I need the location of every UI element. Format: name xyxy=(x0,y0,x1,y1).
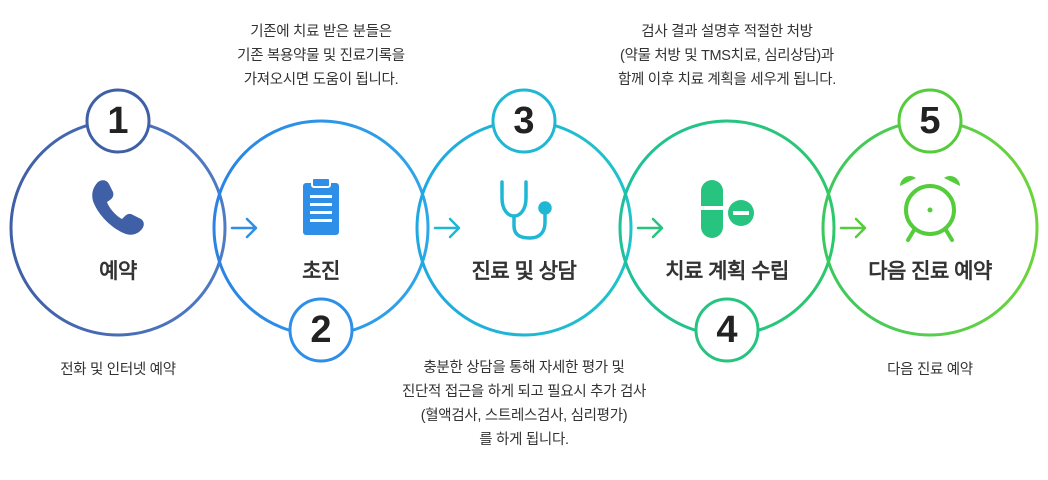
number-badge-4 xyxy=(694,297,760,363)
note-step-1: 전화 및 인터넷 예약 xyxy=(18,358,218,382)
note-step-5: 다음 진료 예약 xyxy=(830,358,1030,382)
phone-icon xyxy=(92,180,144,235)
note-line: 가져오시면 도움이 됩니다. xyxy=(243,72,399,88)
step-number-4: 4 xyxy=(716,309,738,351)
step-number-1: 1 xyxy=(107,100,129,142)
note-line: 를 하게 됩니다. xyxy=(479,432,569,448)
step-number-5: 5 xyxy=(919,100,941,142)
stage-title-first-visit: 초진 xyxy=(302,260,340,283)
note-line: 다음 진료 예약 xyxy=(887,362,973,378)
number-badge-3 xyxy=(491,88,557,154)
alarm-clock-icon xyxy=(900,176,960,242)
stage-title-consultation: 진료 및 상담 xyxy=(471,260,577,283)
stage-title-reservation: 예약 xyxy=(99,260,137,283)
number-badge-5 xyxy=(897,88,963,154)
note-step-3: 충분한 상담을 통해 자세한 평가 및 진단적 접근을 하게 되고 필요시 추가… xyxy=(374,356,674,452)
note-line: 전화 및 인터넷 예약 xyxy=(60,362,176,378)
number-badge-2 xyxy=(288,297,354,363)
note-line: (혈액검사, 스트레스검사, 심리평가) xyxy=(420,408,628,424)
clipboard-icon xyxy=(303,177,339,235)
arrow-icon xyxy=(433,217,461,239)
step-number-3: 3 xyxy=(513,100,535,142)
stage-title-treatment-plan: 치료 계획 수립 xyxy=(665,260,789,283)
note-line: 함께 이후 치료 계획을 세우게 됩니다. xyxy=(618,72,836,88)
arrow-icon xyxy=(636,217,664,239)
note-line: 진단적 접근을 하게 되고 필요시 추가 검사 xyxy=(401,384,647,400)
stage-title-next-reservation: 다음 진료 예약 xyxy=(868,260,992,283)
note-line: (약물 처방 및 TMS치료, 심리상담)과 xyxy=(620,48,834,64)
note-line: 검사 결과 설명후 적절한 처방 xyxy=(641,24,813,40)
arrow-icon xyxy=(839,217,867,239)
pill-icon xyxy=(701,180,754,238)
arrow-icon xyxy=(230,217,258,239)
note-line: 충분한 상담을 통해 자세한 평가 및 xyxy=(423,360,625,376)
step-number-2: 2 xyxy=(310,309,332,351)
note-line: 기존 복용약물 및 진료기록을 xyxy=(237,48,405,64)
number-badge-1 xyxy=(85,88,151,154)
note-line: 기존에 치료 받은 분들은 xyxy=(250,24,392,40)
stethoscope-icon xyxy=(500,180,552,240)
note-step-2: 기존에 치료 받은 분들은 기존 복용약물 및 진료기록을 가져오시면 도움이 … xyxy=(196,20,446,92)
note-step-4: 검사 결과 설명후 적절한 처방 (약물 처방 및 TMS치료, 심리상담)과 … xyxy=(582,20,872,92)
